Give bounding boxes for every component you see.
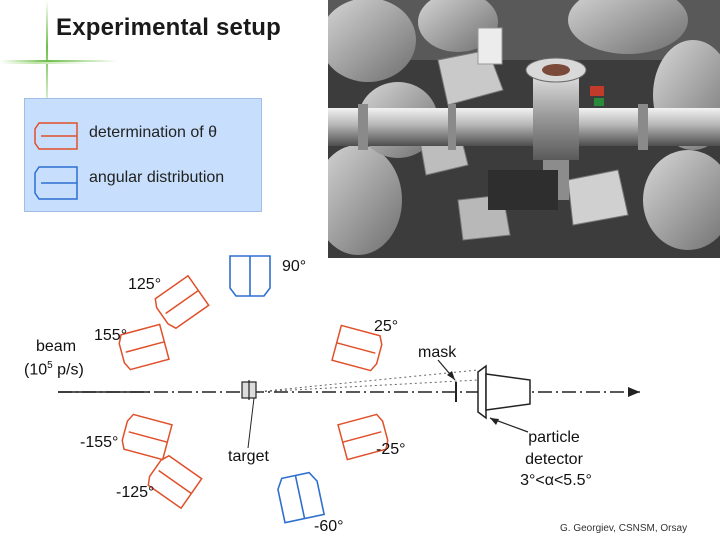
- label-minus155deg: -155°: [80, 434, 119, 451]
- angular-detector-legend-icon: [34, 166, 78, 200]
- legend-label-theta: determination of θ: [89, 124, 218, 141]
- cone-line-upper-inner: [254, 379, 479, 393]
- detector-25deg: [331, 324, 383, 372]
- detector-legend: determination of θ angular distribution: [24, 98, 262, 212]
- target-icon: [241, 380, 257, 400]
- cone-line-upper: [254, 369, 479, 393]
- beam-rate-unit: p/s): [52, 361, 84, 379]
- theta-detector-legend-icon: [34, 122, 78, 150]
- corner-decoration-horizontal-light: [0, 62, 90, 64]
- label-minus125deg: -125°: [116, 484, 155, 501]
- label-minus25deg: -25°: [376, 441, 406, 458]
- detector-125deg: [154, 274, 210, 330]
- slide-credit: G. Georgiev, CSNSM, Orsay: [560, 523, 688, 534]
- detector-minus25deg: [337, 413, 389, 461]
- detector-minus60deg: [277, 471, 326, 524]
- particle-detector-icon: [477, 364, 531, 420]
- beam-rate-exponent: 5: [47, 360, 53, 371]
- detector-minus155deg: [121, 413, 173, 461]
- label-90deg: 90°: [282, 258, 307, 275]
- corner-decoration-vertical: [46, 0, 48, 118]
- particle-detector-label-line2: detector: [525, 451, 583, 468]
- particle-detector-label-line3: 3°<α<5.5°: [520, 472, 592, 489]
- mask-label: mask: [418, 344, 457, 361]
- apparatus-photo: [328, 0, 720, 258]
- detector-minus125deg: [147, 454, 203, 510]
- corner-decoration-horizontal: [0, 60, 118, 62]
- beam-label: beam: [36, 338, 77, 355]
- target-pointer: [247, 397, 255, 449]
- particle-detector-label-line1: particle: [528, 429, 580, 446]
- label-125deg: 125°: [128, 276, 162, 293]
- beam-arrow-head: [628, 387, 640, 397]
- label-minus60deg: -60°: [314, 518, 344, 535]
- slide-title: Experimental setup: [56, 14, 282, 41]
- target-label: target: [228, 448, 269, 465]
- legend-icons: [34, 122, 78, 200]
- label-25deg: 25°: [374, 318, 399, 335]
- label-155deg: 155°: [94, 327, 128, 344]
- apparatus-photo-drawing: [328, 0, 720, 258]
- beam-rate-label: (105 p/s): [24, 360, 84, 379]
- detector-155deg: [118, 323, 170, 371]
- detector-90deg: [229, 255, 271, 297]
- legend-label-angular: angular distribution: [89, 169, 225, 186]
- beam-rate-prefix: (10: [24, 361, 48, 379]
